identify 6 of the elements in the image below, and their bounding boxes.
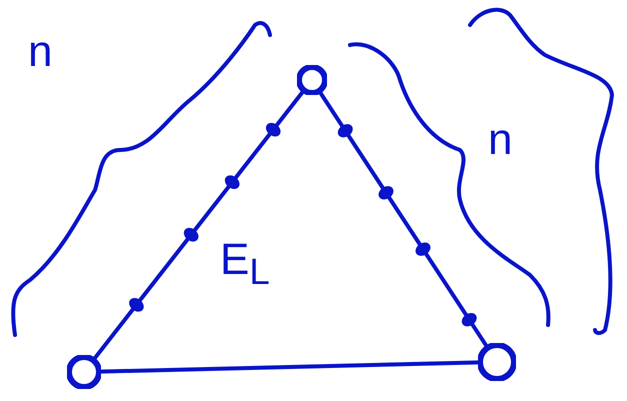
line — [92, 89, 306, 362]
variable-label: n — [488, 118, 512, 162]
line — [98, 360, 480, 374]
line — [317, 90, 490, 349]
region-label: E$_{L}$ — [220, 238, 270, 290]
variable-label: n — [28, 30, 52, 74]
